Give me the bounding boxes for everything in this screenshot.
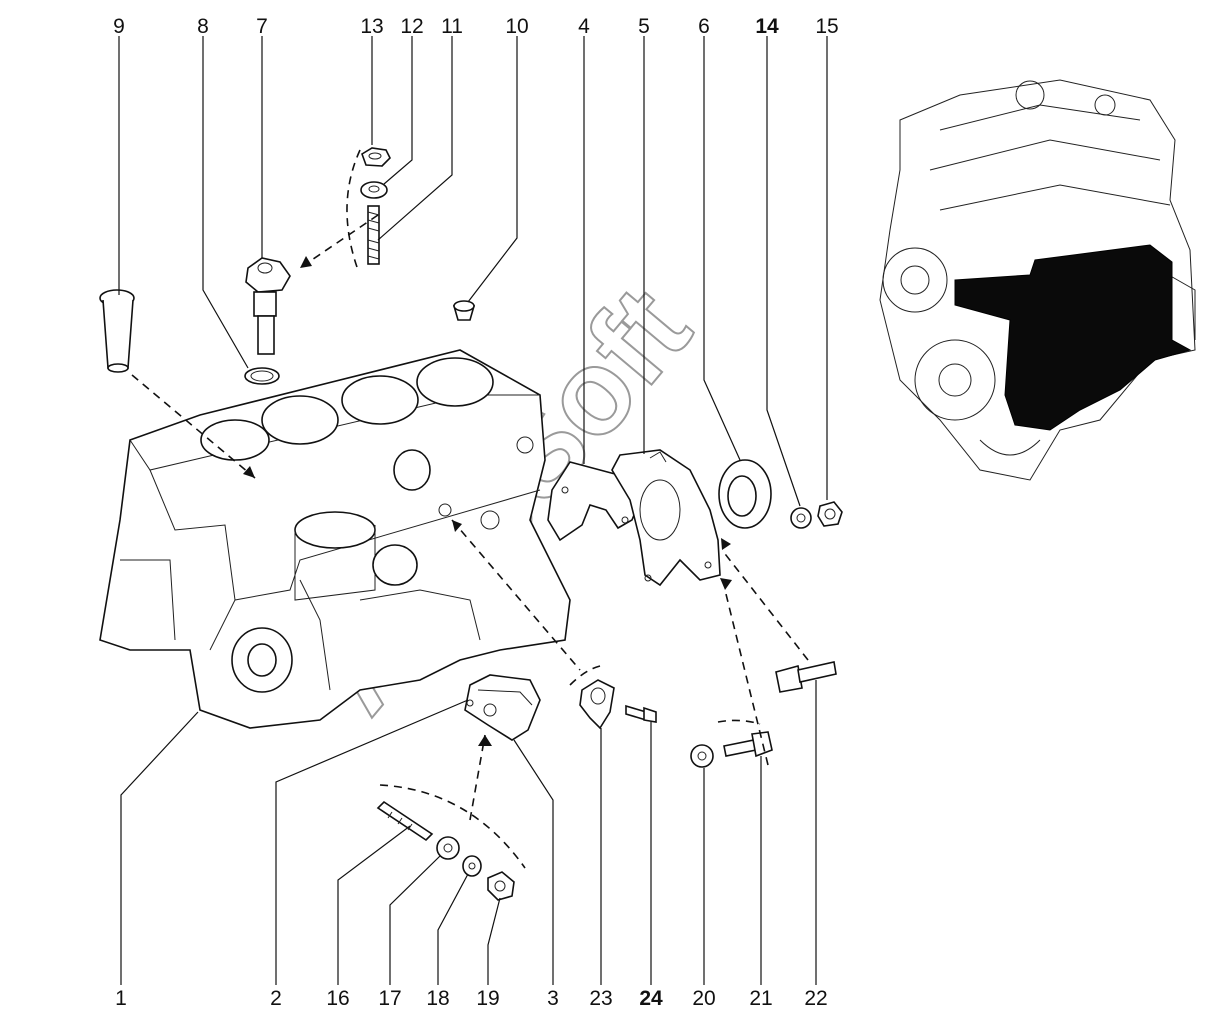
assembly-paths xyxy=(131,149,809,869)
engine-overview-illustration xyxy=(879,79,1196,481)
callout-14: 14 xyxy=(755,15,779,38)
arrowheads xyxy=(243,256,732,746)
callout-numbers: 9 8 7 13 12 11 10 4 5 6 14 15 1 2 16 17 … xyxy=(113,15,839,1010)
part-22-bolt xyxy=(775,661,837,693)
part-21-bolt xyxy=(723,731,773,758)
part-2-3-bracket xyxy=(464,674,541,741)
part-24-bolt xyxy=(625,704,657,723)
callout-20: 20 xyxy=(692,987,715,1010)
part-15-nut xyxy=(817,501,843,527)
part-17-washer xyxy=(436,836,460,860)
callout-7: 7 xyxy=(256,15,268,38)
callout-19: 19 xyxy=(476,987,499,1010)
callout-3: 3 xyxy=(547,987,559,1010)
callout-17: 17 xyxy=(378,987,401,1010)
part-9-plug xyxy=(99,289,135,373)
callout-4: 4 xyxy=(578,15,590,38)
callout-12: 12 xyxy=(400,15,423,38)
part-7-sensor xyxy=(245,257,291,355)
part-18-washer xyxy=(462,855,482,877)
callout-18: 18 xyxy=(426,987,449,1010)
callout-11: 11 xyxy=(441,15,463,38)
callout-10: 10 xyxy=(505,15,528,38)
callout-23: 23 xyxy=(589,987,612,1010)
leader-lines xyxy=(118,36,828,985)
callout-2: 2 xyxy=(270,987,282,1010)
callout-9: 9 xyxy=(113,15,125,38)
callout-1: 1 xyxy=(115,987,127,1010)
part-14-washer xyxy=(790,507,812,529)
callout-5: 5 xyxy=(638,15,650,38)
part-11-stud xyxy=(367,205,380,265)
part-5-seal-housing xyxy=(611,449,721,587)
part-20-washer xyxy=(690,744,714,768)
part-19-nut xyxy=(487,871,515,901)
part-6-oil-seal xyxy=(718,459,772,529)
callout-16: 16 xyxy=(326,987,349,1010)
callout-21: 21 xyxy=(749,987,772,1010)
callout-13: 13 xyxy=(360,15,383,38)
part-10-plug xyxy=(452,300,476,321)
callout-15: 15 xyxy=(815,15,838,38)
part-12-washer xyxy=(360,181,388,199)
part-13-nut xyxy=(361,147,391,167)
cylinder-block xyxy=(99,349,571,729)
part-16-stud xyxy=(376,800,434,842)
part-23-knock-sensor xyxy=(579,679,615,730)
callout-6: 6 xyxy=(698,15,710,38)
callout-24: 24 xyxy=(639,987,663,1010)
cylinder-block-highlight xyxy=(954,244,1192,431)
callout-22: 22 xyxy=(804,987,827,1010)
callout-8: 8 xyxy=(197,15,209,38)
part-8-o-ring xyxy=(244,367,280,385)
